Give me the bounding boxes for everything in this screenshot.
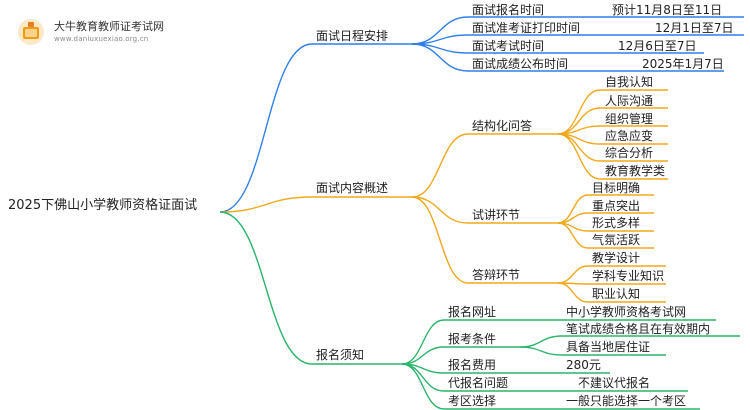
branch-schedule: 面试日程安排 [316, 29, 389, 43]
connector-registration-item [401, 346, 445, 365]
reg-proxy-value: 不建议代报名 [578, 376, 651, 390]
connector-defense-item [557, 265, 589, 284]
structured-item: 综合分析 [605, 146, 654, 160]
structured-item: 教育教学类 [605, 164, 666, 178]
connector-content-sub [411, 133, 469, 198]
root-topic: 2025下佛山小学教师资格证面试 [8, 198, 198, 213]
schedule-item-label: 面试成绩公布时间 [472, 57, 569, 71]
reg-fee-label: 报名费用 [448, 358, 497, 372]
schedule-item-value: 12月6日至7日 [618, 39, 697, 53]
connector-registration-item [401, 319, 445, 365]
connector-content-sub [411, 196, 469, 284]
connector-content-sub [411, 196, 469, 224]
content-lecture: 试讲环节 [472, 208, 521, 222]
reg-area-value: 一般只能选择一个考区 [566, 394, 687, 408]
schedule-item-value: 12月1日至7日 [655, 21, 734, 35]
reg-area-label: 考区选择 [448, 394, 497, 408]
logo-url: www.daniuxuexiao.org.cn [54, 35, 149, 43]
defense-item: 职业认知 [592, 287, 641, 301]
connector-root-content [219, 196, 313, 213]
structured-item: 自我认知 [605, 75, 654, 89]
connector-reg-condition [519, 335, 563, 348]
site-logo: 大牛教育教师证考试网 www.daniuxuexiao.org.cn [12, 14, 164, 50]
connector-registration-item [401, 363, 445, 410]
reg-conditions-label: 报考条件 [448, 332, 497, 346]
structured-item: 人际沟通 [605, 94, 654, 108]
schedule-item-label: 面试考试时间 [472, 39, 545, 53]
defense-item: 教学设计 [592, 251, 641, 265]
content-structured: 结构化问答 [472, 119, 533, 133]
connector-schedule-item [411, 43, 469, 72]
lecture-item: 气氛活跃 [592, 233, 641, 247]
connector-structured-item [557, 89, 601, 135]
reg-conditions-value: 笔试成绩合格且在有效期内 [566, 322, 711, 336]
structured-item: 组织管理 [605, 112, 654, 126]
schedule-item-value: 预计11月8日至11日 [612, 3, 723, 17]
schedule-item-label: 面试报名时间 [472, 3, 545, 17]
structured-item: 应急应变 [605, 129, 654, 143]
connector-lecture-item [557, 222, 589, 249]
reg-conditions-value: 具备当地居住证 [566, 340, 651, 354]
reg-website-value: 中小学教师资格考试网 [566, 305, 687, 319]
content-defense: 答辩环节 [472, 268, 521, 282]
defense-item: 学科专业知识 [592, 269, 665, 283]
branch-content: 面试内容概述 [316, 181, 389, 195]
connector-defense-item [557, 282, 589, 303]
connector-structured-item [557, 133, 601, 180]
lecture-item: 目标明确 [592, 181, 641, 195]
schedule-item-label: 面试准考证打印时间 [472, 21, 581, 35]
lecture-item: 重点突出 [592, 199, 641, 213]
reg-fee-value: 280元 [566, 358, 601, 372]
schedule-item-value: 2025年1月7日 [642, 57, 724, 71]
lecture-item: 形式多样 [592, 216, 641, 230]
reg-website-label: 报名网址 [448, 305, 497, 319]
connector-root-registration [219, 211, 313, 365]
reg-proxy-label: 代报名问题 [448, 376, 509, 390]
branch-registration: 报名须知 [316, 348, 365, 362]
book-logo-icon [18, 19, 44, 45]
connector-root-schedule [219, 43, 313, 213]
logo-title: 大牛教育教师证考试网 [54, 20, 164, 33]
connector-reg-condition [519, 346, 563, 356]
